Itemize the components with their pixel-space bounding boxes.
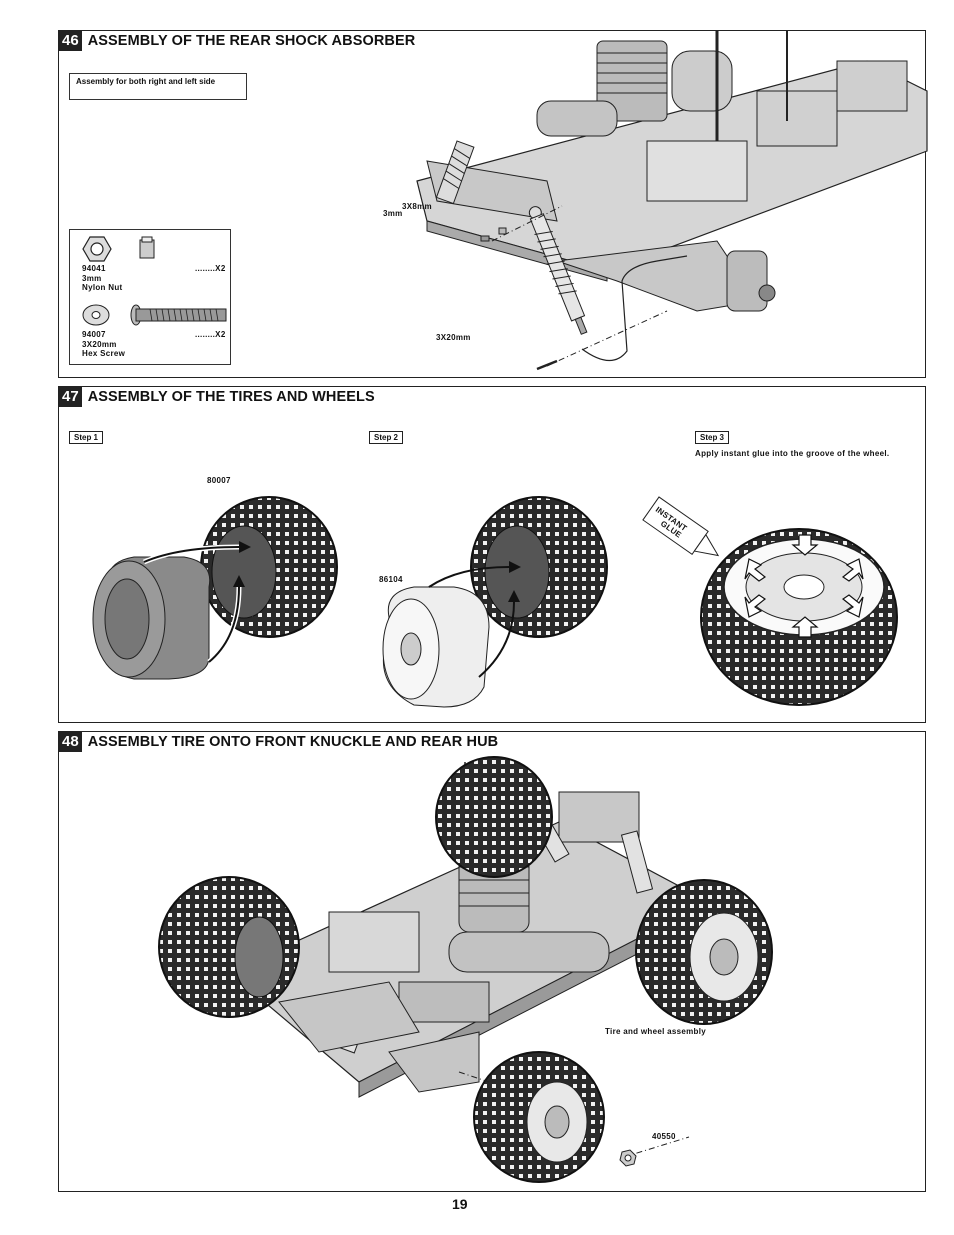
part-code: 94041 [82,264,106,273]
part-name: Nylon Nut [82,283,123,292]
washer-icon [82,304,110,326]
step-2-tag: Step 2 [369,431,404,444]
step-46-title: ASSEMBLY OF THE REAR SHOCK ABSORBER [87,33,416,49]
nylon-nut-side-icon [139,236,155,259]
glue-bottle-icon [642,496,720,557]
truck-assembly-illustration [158,756,773,1183]
step-47-number: 47 [59,387,82,407]
part-size: 3mm [82,274,102,283]
assembly-note: Assembly for both right and left side [69,73,247,100]
step-3-tag: Step 3 [695,431,730,444]
part-size: 3X20mm [82,340,117,349]
part-name: Hex Screw [82,349,126,358]
tires-wheels-illustration [92,496,898,708]
step-1-tag: Step 1 [69,431,104,444]
step-46-header: 46 ASSEMBLY OF THE REAR SHOCK ABSORBER [59,31,415,51]
step-48-header: 48 ASSEMBLY TIRE ONTO FRONT KNUCKLE AND … [59,732,498,752]
loose-tire-icon [473,1051,605,1183]
tire-wheel-assembly-label: Tire and wheel assembly [605,1027,707,1036]
part-code: 94007 [82,330,106,339]
parts-list: 94041 ........X2 3mm Nylon Nut 94007 ...… [69,229,231,365]
page-number: 19 [452,1196,468,1212]
tire-part-number: 80007 [207,476,231,485]
foam-insert-icon [92,556,211,680]
step-47-header: 47 ASSEMBLY OF THE TIRES AND WHEELS [59,387,375,407]
step-46-number: 46 [59,31,82,51]
step-48-title: ASSEMBLY TIRE ONTO FRONT KNUCKLE AND REA… [87,734,499,750]
nut-callout-b: 3mm [383,209,403,218]
step-47-panel: 47 ASSEMBLY OF THE TIRES AND WHEELS Step… [58,386,926,723]
step-48-number: 48 [59,732,82,752]
wheel-part-number: 86104 [379,575,403,584]
hub-nut-part-number: 40550 [652,1132,676,1141]
wheel-rim-icon [382,586,490,708]
shock-absorber-icon [528,206,588,335]
rear-chassis-illustration [416,31,928,371]
step-47-title: ASSEMBLY OF THE TIRES AND WHEELS [87,389,375,405]
tire-icon [200,496,338,638]
hub-nut-icon [619,1149,637,1167]
glue-instruction: Apply instant glue into the groove of th… [695,449,890,458]
nylon-nut-icon [82,236,112,262]
part-qty: ........X2 [195,264,226,273]
hex-screw-icon [130,304,227,326]
nut-callout-a: 3X8mm [402,202,432,211]
part-qty: ........X2 [195,330,226,339]
step-48-panel: 48 ASSEMBLY TIRE ONTO FRONT KNUCKLE AND … [58,731,926,1192]
step-46-panel: 46 ASSEMBLY OF THE REAR SHOCK ABSORBER A… [58,30,928,378]
screw-callout: 3X20mm [436,333,471,342]
